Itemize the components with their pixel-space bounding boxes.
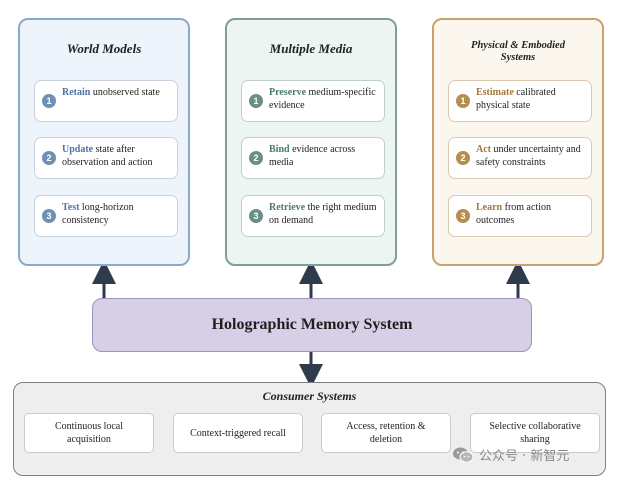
wechat-icon	[453, 447, 474, 463]
step-number-badge: 3	[249, 209, 263, 223]
item-text: state after observation and action	[62, 144, 153, 168]
list-item: 3 Retrieve the right medium on demand	[241, 195, 385, 237]
consumer-item: Context-triggered recall	[173, 413, 303, 453]
step-number-badge: 1	[42, 94, 56, 108]
item-text: unobserved state	[90, 87, 160, 98]
item-keyword: Retain	[62, 87, 91, 98]
item-text: from action outcomes	[476, 202, 551, 226]
step-number-badge: 2	[42, 151, 56, 165]
item-keyword: Test	[62, 202, 80, 213]
step-number-badge: 2	[456, 151, 470, 165]
step-number-badge: 3	[456, 209, 470, 223]
consumer-systems-panel: Consumer Systems Continuous local acquis…	[13, 382, 606, 476]
item-keyword: Update	[62, 144, 94, 155]
step-number-badge: 1	[456, 94, 470, 108]
step-number-badge: 1	[249, 94, 263, 108]
item-text: the right medium on demand	[269, 202, 377, 226]
item-keyword: Bind	[269, 144, 290, 155]
item-keyword: Act	[476, 144, 491, 155]
list-item: 3 Learn from action outcomes	[448, 195, 592, 237]
watermark: 公众号 · 新智元	[452, 445, 569, 464]
consumer-item: Continuous local acquisition	[24, 413, 154, 453]
item-text: evidence across media	[269, 144, 356, 168]
item-text: medium-specific evidence	[269, 87, 376, 111]
list-item: 2 Act under uncertainty and safety const…	[448, 137, 592, 179]
item-keyword: Learn	[476, 202, 503, 213]
panel-title: World Models	[66, 41, 142, 56]
panel-title: Multiple Media	[269, 41, 353, 56]
multiple-media-panel: Multiple Media 1 Preserve medium-specifi…	[225, 18, 397, 266]
consumer-item: Access, retention & deletion	[321, 413, 451, 453]
world-models-panel: World Models 1 Retain unobserved state 2…	[18, 18, 190, 266]
list-item: 1 Preserve medium-specific evidence	[241, 80, 385, 122]
item-text: under uncertainty and safety constraints	[476, 144, 581, 168]
step-number-badge: 2	[249, 151, 263, 165]
panel-title: Physical & Embodied Systems	[471, 40, 565, 63]
watermark-text: 公众号 · 新智元	[479, 449, 570, 464]
consumer-systems-title: Consumer Systems	[262, 389, 357, 403]
item-keyword: Estimate	[476, 87, 514, 98]
holographic-memory-hub: Holographic Memory System	[92, 298, 532, 352]
list-item: 2 Bind evidence across media	[241, 137, 385, 179]
physical-embodied-panel: Physical & Embodied Systems 1 Estimate c…	[432, 18, 604, 266]
item-keyword: Retrieve	[269, 202, 306, 213]
list-item: 1 Estimate calibrated physical state	[448, 80, 592, 122]
list-item: 2 Update state after observation and act…	[34, 137, 178, 179]
item-keyword: Preserve	[269, 87, 307, 98]
list-item: 1 Retain unobserved state	[34, 80, 178, 122]
item-text: long-horizon consistency	[62, 202, 134, 226]
step-number-badge: 3	[42, 209, 56, 223]
item-text: calibrated physical state	[476, 87, 556, 111]
consumer-item: Selective collaborative sharing	[470, 413, 600, 453]
list-item: 3 Test long-horizon consistency	[34, 195, 178, 237]
